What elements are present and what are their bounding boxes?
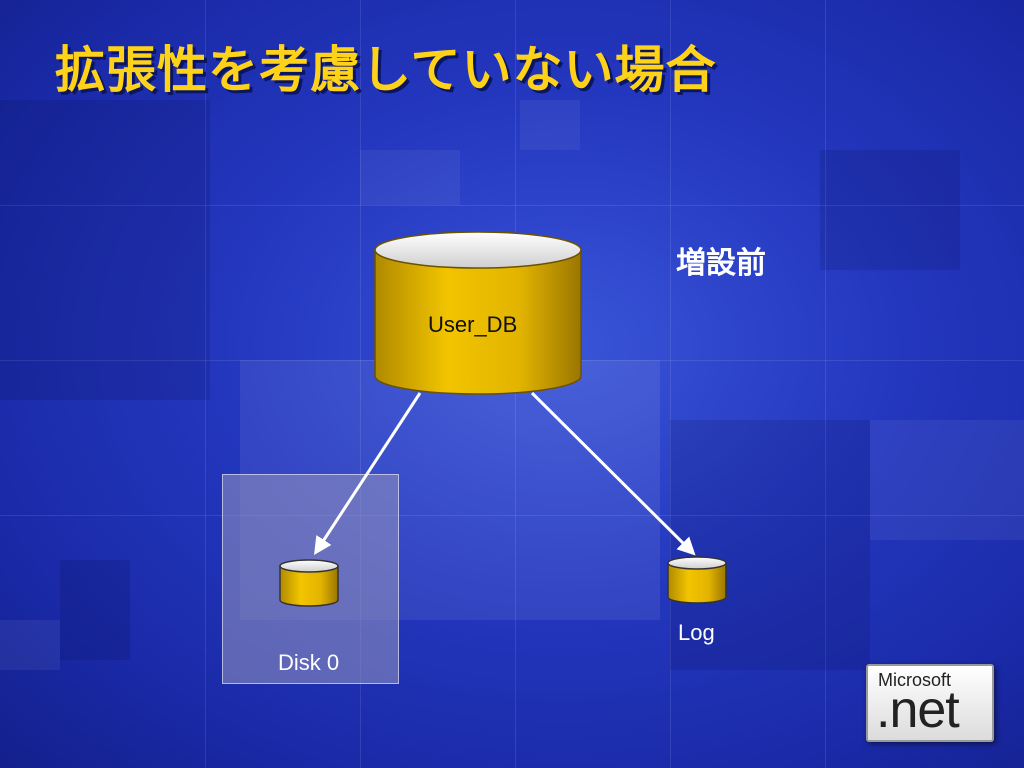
logo-line1: Microsoft	[878, 670, 952, 690]
microsoft-net-logo: Microsoft .net	[866, 664, 994, 742]
database-cylinder-disk0[interactable]	[279, 559, 339, 607]
node-label-log: Log	[678, 620, 715, 645]
grid-line	[825, 0, 826, 768]
grid-line	[0, 515, 1024, 516]
bg-tile	[870, 420, 1024, 540]
grid-line	[205, 0, 206, 768]
bg-tile	[0, 620, 60, 670]
slide-title: 拡張性を考慮していない場合	[55, 41, 717, 99]
logo-line2: .net	[876, 681, 960, 739]
edge-userdb-to-log	[530, 391, 696, 556]
edge-userdb-to-disk	[314, 392, 422, 556]
node-label-userdb: User_DB	[428, 312, 518, 337]
bg-tile	[0, 100, 210, 400]
database-cylinder-log[interactable]	[667, 556, 727, 604]
grid-line	[360, 0, 361, 768]
bg-tile	[820, 150, 960, 270]
bg-tile	[360, 150, 460, 205]
database-cylinder-main[interactable]	[374, 231, 582, 395]
bg-tile	[60, 560, 130, 660]
bg-tile	[670, 420, 870, 670]
grid-line	[0, 205, 1024, 206]
node-label-disk0: Disk 0	[278, 650, 340, 675]
grid-line	[670, 0, 671, 768]
status-label: 増設前	[676, 246, 766, 281]
bg-tile	[520, 100, 580, 150]
